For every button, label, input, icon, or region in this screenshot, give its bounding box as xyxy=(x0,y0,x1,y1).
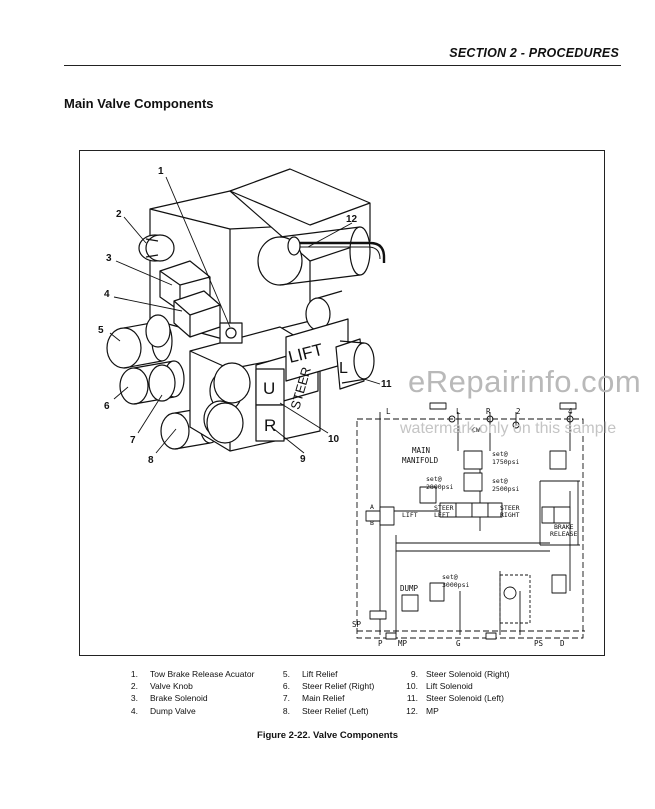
port-l: L xyxy=(386,407,391,416)
legend-item: 3. Brake Solenoid xyxy=(122,692,254,704)
legend-number: 7. xyxy=(282,693,290,704)
port-p: P xyxy=(378,639,383,648)
callout-12: 12 xyxy=(346,214,358,225)
hydraulic-schematic: L L R 2 4 CW MAIN MANIFOLD set@ 1750psi … xyxy=(352,402,585,648)
port-d: D xyxy=(560,639,565,648)
legend-number: 4. xyxy=(130,705,138,716)
callout-6: 6 xyxy=(104,401,110,412)
legend-item: 8. Steer Relief (Left) xyxy=(274,705,374,717)
valve-figure: LIFT STEER U R L 1 2 3 4 5 xyxy=(98,166,585,648)
legend-item: 6. Steer Relief (Right) xyxy=(274,680,374,692)
block-label-r: R xyxy=(264,416,276,435)
port-sp: SP xyxy=(352,620,362,629)
legend-label: Lift Solenoid xyxy=(426,681,473,692)
relief-3: set@ xyxy=(426,475,442,483)
legend-item: 12. MP xyxy=(398,705,510,717)
label-b: B xyxy=(370,519,374,527)
legend-label: Valve Knob xyxy=(150,681,193,692)
legend-label: Steer Solenoid (Right) xyxy=(426,669,510,679)
main-manifold-2: MANIFOLD xyxy=(402,456,439,465)
callout-leaders xyxy=(109,176,381,454)
steer-right-2: RIGHT xyxy=(500,511,520,519)
figure-caption: Figure 2-22. Valve Components xyxy=(257,730,398,741)
legend-label: Tow Brake Release Acuator xyxy=(150,669,255,679)
legend-column-3: 9. Steer Solenoid (Right) 10. Lift Solenoi… xyxy=(398,668,510,717)
legend-column-1: 1. Tow Brake Release Acuator 2. Valve Knob… xyxy=(122,668,255,717)
legend-number: 10. xyxy=(406,681,418,692)
callout-4: 4 xyxy=(104,289,110,300)
port-r: R xyxy=(486,407,491,416)
legend-column-2: 5. Lift Relief 6. Steer Relief (Right) 7. M… xyxy=(274,668,374,717)
legend-label: Lift Relief xyxy=(302,669,338,679)
valve-block-drawing: LIFT STEER U R L xyxy=(106,168,386,452)
cw-label: CW xyxy=(472,426,480,434)
main-manifold-1: MAIN xyxy=(412,446,430,455)
legend-item: 4. Dump Valve xyxy=(122,705,254,717)
relief-3b: 2800psi xyxy=(426,483,453,491)
relief-2b: 2500psi xyxy=(492,485,519,493)
callout-10: 10 xyxy=(328,434,340,445)
port-4: 4 xyxy=(568,407,573,416)
callout-5: 5 xyxy=(98,325,104,336)
callout-8: 8 xyxy=(148,455,154,466)
port-g: G xyxy=(456,639,461,648)
callout-3: 3 xyxy=(106,253,112,264)
legend-label: Dump Valve xyxy=(150,705,196,716)
watermark-note: watermark only on this sample xyxy=(400,420,617,437)
port-ps: PS xyxy=(534,639,544,648)
relief-1: set@ xyxy=(492,450,508,458)
label-a: A xyxy=(370,503,374,511)
legend-number: 1. xyxy=(130,669,138,679)
figure-frame: LIFT STEER U R L 1 2 3 4 5 xyxy=(79,150,605,656)
port-mp: MP xyxy=(398,639,408,648)
watermark-site: eRepairinfo.com xyxy=(408,364,642,399)
port-l2: L xyxy=(456,407,461,416)
relief-2: set@ xyxy=(492,477,508,485)
callout-7: 7 xyxy=(130,435,136,446)
legend-number: 9. xyxy=(410,669,418,679)
callout-9: 9 xyxy=(300,454,306,465)
page-title: Main Valve Components xyxy=(64,96,214,111)
brake-1: BRAKE xyxy=(554,523,574,531)
steer-left-1: STEER xyxy=(434,504,454,512)
section-header: SECTION 2 - PROCEDURES xyxy=(449,46,619,60)
legend-label: Steer Solenoid (Left) xyxy=(426,693,504,704)
header-rule xyxy=(64,65,621,66)
legend-number: 12. xyxy=(406,705,418,716)
legend-item: 5. Lift Relief xyxy=(274,668,374,680)
block-label-u: U xyxy=(263,379,275,398)
legend-item: 10. Lift Solenoid xyxy=(398,680,510,692)
lift-label: LIFT xyxy=(402,511,418,519)
callout-11: 11 xyxy=(381,379,392,390)
port-2: 2 xyxy=(516,407,521,416)
legend-number: 6. xyxy=(282,681,290,692)
legend-label: Main Relief xyxy=(302,693,345,704)
steer-left-2: LEFT xyxy=(434,511,450,519)
callout-labels: 1 2 3 4 5 6 7 8 9 10 11 12 xyxy=(98,166,392,466)
legend-item: 2. Valve Knob xyxy=(122,680,254,692)
relief-4: set@ xyxy=(442,573,458,581)
legend-item: 7. Main Relief xyxy=(274,692,374,704)
legend-label: Brake Solenoid xyxy=(150,693,208,704)
legend-label: Steer Relief (Left) xyxy=(302,705,369,716)
callout-1: 1 xyxy=(158,166,164,177)
dump-label: DUMP xyxy=(400,584,419,593)
callout-2: 2 xyxy=(116,209,122,220)
legend-label: MP xyxy=(426,705,439,716)
brake-2: RELEASE xyxy=(550,530,577,538)
legend-label: Steer Relief (Right) xyxy=(302,681,375,692)
relief-1b: 1750psi xyxy=(492,458,519,466)
legend-number: 2. xyxy=(130,681,138,692)
legend-number: 3. xyxy=(130,693,138,704)
legend-number: 5. xyxy=(282,669,290,679)
steer-right-1: STEER xyxy=(500,504,520,512)
legend-item: 11. Steer Solenoid (Left) xyxy=(398,692,510,704)
legend-number: 8. xyxy=(282,705,290,716)
legend-number: 11. xyxy=(406,693,418,704)
relief-4b: 3000psi xyxy=(442,581,469,589)
legend-item: 1. Tow Brake Release Acuator xyxy=(122,668,255,680)
block-label-l: L xyxy=(339,360,348,377)
legend-item: 9. Steer Solenoid (Right) xyxy=(398,668,510,680)
